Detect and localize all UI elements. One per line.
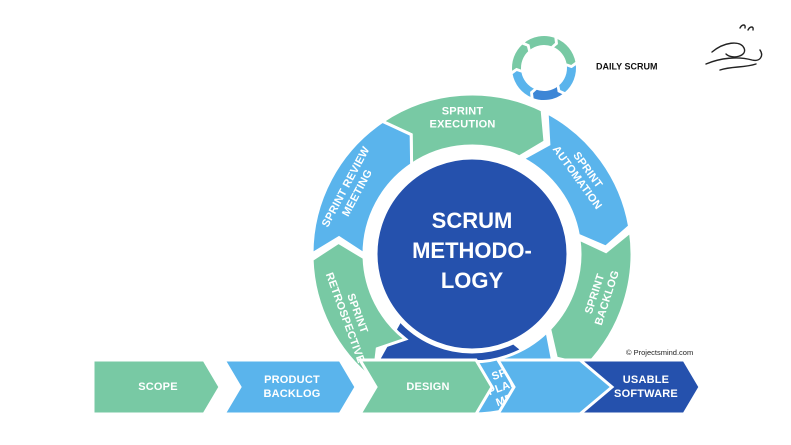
cycle-segment-5 [310,240,409,383]
daily-ring-segment-2 [550,35,578,68]
center-title-line2: METHODO- [412,238,532,263]
cycle-label-line: SPRINT [442,106,484,118]
daily-ring-segment-6 [510,42,531,75]
daily-ring-segment-5 [510,68,538,101]
bottom-flow: SCOPE PRODUCT BACKLOG DESIGN USABLE SOFTWARE [91,358,702,416]
cycle-label-line: EXECUTION [430,119,496,131]
daily-scrum-ring [510,34,578,102]
flow-step-4 [495,358,615,416]
flow-step-2 [221,358,358,416]
daily-scrum-label: DAILY SCRUM [596,61,658,71]
signature-logo [705,24,763,71]
flow-label: SCOPE [138,381,178,393]
flow-label: USABLE [623,374,669,386]
center-circle [372,154,572,354]
flow-label: DESIGN [406,381,449,393]
center-title-line1: SCRUM [432,208,513,233]
center-title-line3: LOGY [441,268,504,293]
cycle-segment-1 [379,92,547,168]
flow-step-3 [357,358,494,416]
cycle-segment-2 [519,110,632,249]
flow-step-1 [91,358,222,416]
daily-ring-segment-3 [557,61,578,95]
flow-label: PRODUCT [264,374,320,386]
flow-label: BACKLOG [263,388,320,400]
flow-label: SOFTWARE [614,388,678,400]
copyright-text: © Projectsmind.com [626,348,693,357]
cycle-segment-3 [548,228,634,367]
cycle-segment-6 [310,119,414,257]
